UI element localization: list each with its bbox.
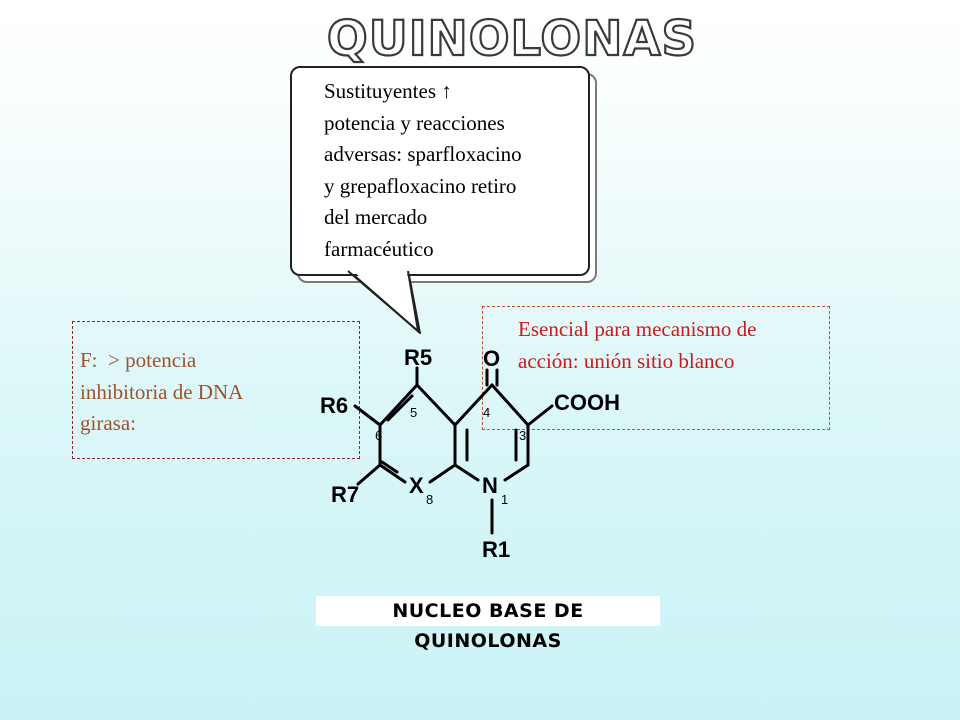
callout-line: potencia y reacciones	[324, 110, 505, 135]
position-6: 6	[375, 428, 382, 443]
bond-c6-c5-double	[386, 394, 414, 422]
title-graphic: QUINOLONAS	[326, 10, 697, 68]
label-r6: R6	[320, 393, 348, 418]
bond-x8-c7-double	[380, 460, 399, 474]
structure-bonds	[353, 366, 554, 535]
label-r5: R5	[404, 345, 432, 370]
bond-x8-c7	[378, 463, 407, 484]
bond-c4a-c4	[453, 383, 494, 427]
bond-c3-cooh	[526, 404, 554, 427]
bond-c5-c4a	[415, 383, 457, 427]
left-note-line: girasa:	[80, 411, 136, 435]
position-1: 1	[501, 492, 508, 507]
right-note-line: acción: unión sitio blanco	[518, 348, 735, 373]
left-note-text: F: > potencia inhibitoria de DNA girasa:	[80, 345, 340, 440]
position-8: 8	[426, 492, 433, 507]
bond-c7-r7	[356, 463, 382, 486]
label-n1: N	[482, 473, 498, 498]
right-note-text: Esencial para mecanismo de acción: unión…	[518, 314, 828, 377]
label-oxygen: O	[483, 346, 500, 371]
left-note-box	[72, 321, 360, 459]
bond-c6-r6	[353, 404, 382, 427]
position-3: 3	[519, 428, 526, 443]
bond-c6-c5	[378, 383, 419, 427]
left-note-line: inhibitoria de DNA	[80, 379, 244, 404]
label-x8: X	[409, 473, 424, 498]
bond-n1-c8a	[453, 463, 480, 482]
callout-bubble	[290, 66, 590, 276]
bond-c4-c3	[490, 383, 530, 427]
structure-caption: NUCLEO BASE DE QUINOLONAS	[392, 600, 584, 652]
callout-text: Sustituyentes ↑ potencia y reacciones ad…	[324, 76, 594, 265]
right-note-line: Esencial para mecanismo de	[518, 317, 757, 341]
right-note-box	[482, 306, 830, 430]
label-cooh: COOH	[554, 390, 620, 415]
position-4: 4	[483, 405, 490, 420]
callout-line: farmacéutico	[324, 236, 434, 261]
position-5: 5	[410, 405, 417, 420]
callout-line: del mercado	[324, 205, 428, 229]
page-title: QUINOLONAS	[327, 11, 697, 67]
label-r1: R1	[482, 537, 510, 562]
caption-background	[316, 596, 660, 626]
callout-line: Sustituyentes ↑	[324, 79, 452, 103]
left-note-line: F: > potencia	[80, 348, 197, 372]
callout-line: adversas: sparfloxacino	[324, 142, 522, 166]
bond-c2-n1	[503, 463, 530, 482]
label-r7: R7	[331, 482, 359, 507]
bond-c8a-x8	[428, 463, 457, 484]
callout-line: y grepafloxacino retiro	[324, 173, 517, 198]
